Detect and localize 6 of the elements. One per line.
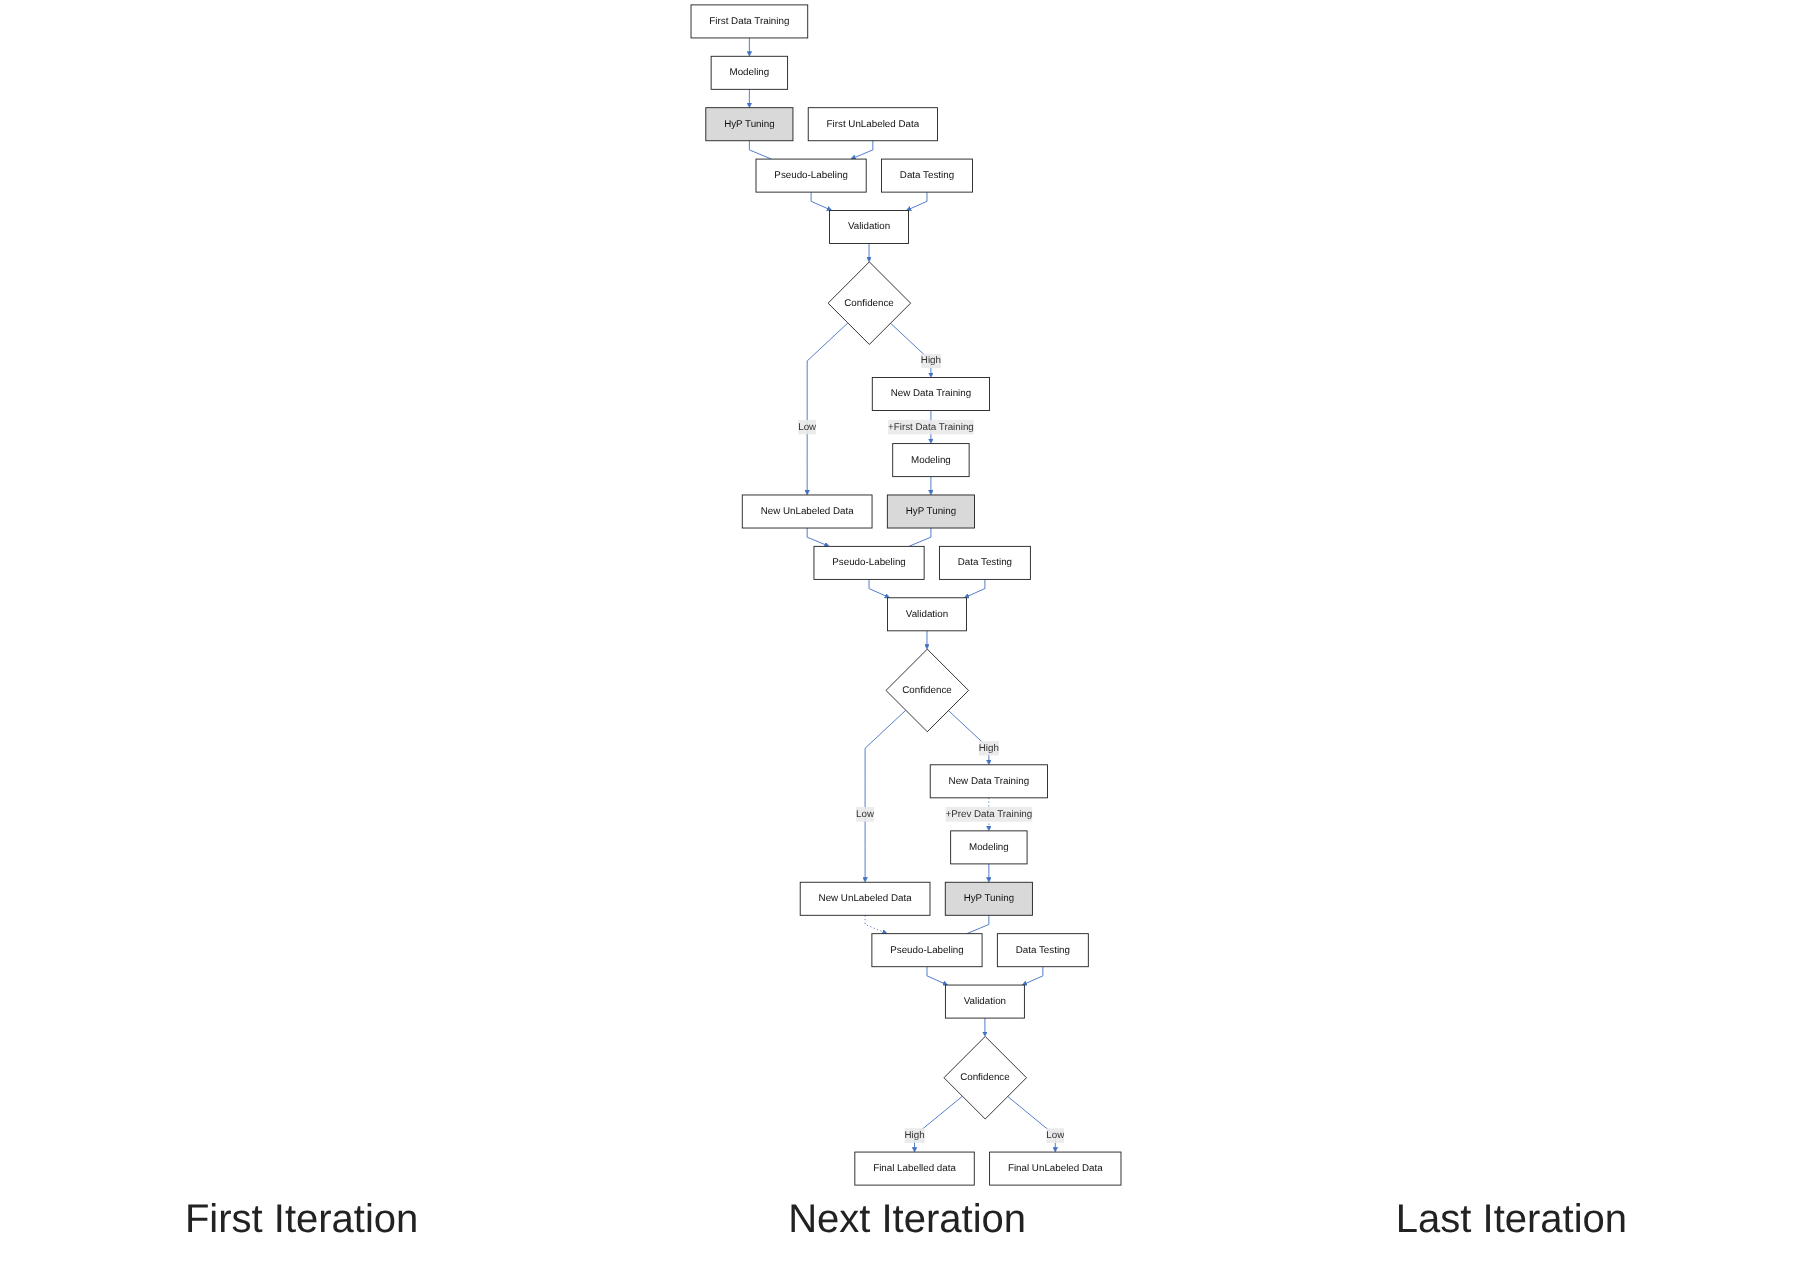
connector: [748, 140, 772, 160]
connector: [908, 527, 932, 547]
column-title: First Iteration: [184, 1198, 419, 1244]
column-title: Next Iteration: [788, 1198, 1027, 1244]
column-title: Last Iteration: [1395, 1198, 1628, 1244]
connector: [966, 914, 990, 935]
